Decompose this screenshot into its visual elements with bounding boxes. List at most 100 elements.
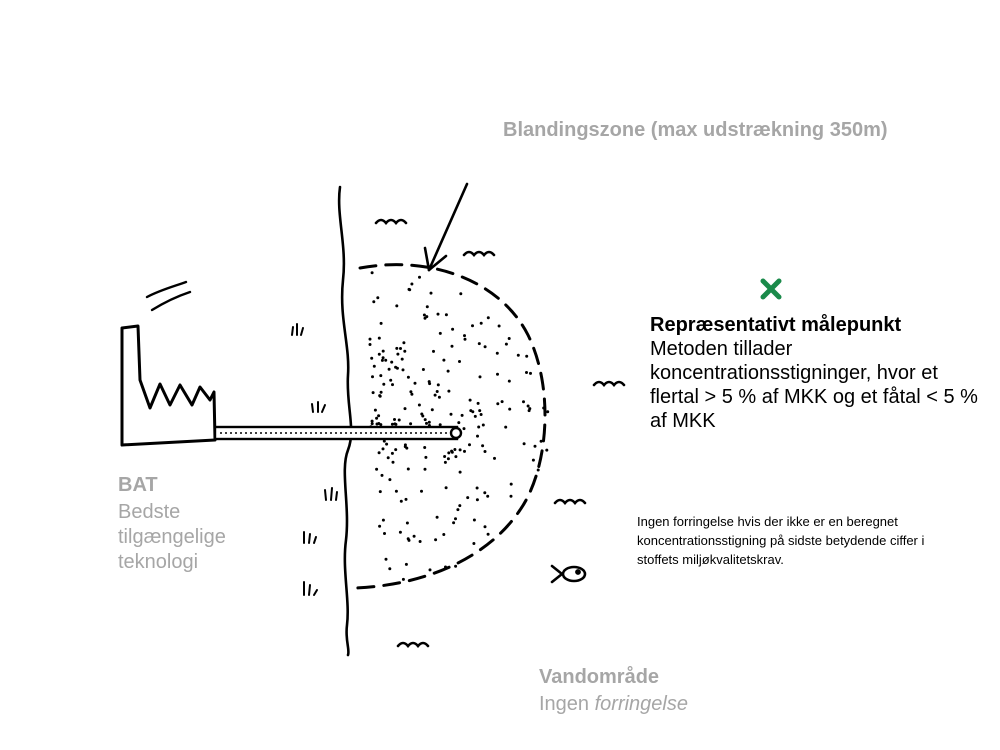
concentration-dot: [457, 421, 460, 424]
concentration-dot: [409, 422, 412, 425]
concentration-dot: [394, 448, 397, 451]
concentration-dot: [476, 498, 479, 501]
arrow-icon: [425, 184, 467, 270]
concentration-dot: [482, 424, 485, 427]
concentration-dot: [425, 422, 428, 425]
concentration-dot: [430, 292, 433, 295]
concentration-dot: [419, 540, 422, 543]
measurement-point-description: Metoden tillader koncentrationsstigninge…: [650, 337, 980, 433]
concentration-dot: [546, 410, 549, 413]
concentration-dot: [385, 443, 388, 446]
concentration-dot: [421, 415, 424, 418]
concentration-dot: [545, 449, 548, 452]
concentration-dot: [463, 427, 466, 430]
water-sub-italic: forringelse: [595, 693, 688, 715]
concentration-dot: [474, 415, 477, 418]
concentration-dot: [487, 533, 490, 536]
concentration-dot: [371, 422, 374, 425]
water-sub-prefix: Ingen: [539, 693, 595, 715]
discharge-pipe: [215, 427, 461, 439]
concentration-dot: [529, 372, 532, 375]
concentration-dot: [445, 313, 448, 316]
concentration-dot: [463, 334, 466, 337]
concentration-dot: [422, 368, 425, 371]
concentration-dot: [374, 409, 377, 412]
concentration-dot: [390, 361, 393, 364]
concentration-dot: [388, 368, 391, 371]
concentration-dot: [394, 366, 397, 369]
concentration-dot: [434, 394, 437, 397]
concentration-dot: [487, 316, 490, 319]
concentration-dot: [493, 457, 496, 460]
concentration-dot: [376, 296, 379, 299]
bat-title: BAT: [118, 473, 158, 497]
concentration-dot: [398, 419, 401, 422]
concentration-dot: [405, 447, 408, 450]
concentration-dot: [378, 525, 381, 528]
measurement-point-title: Repræsentativt målepunkt: [650, 313, 980, 337]
concentration-dot: [532, 459, 535, 462]
concentration-dot: [480, 322, 483, 325]
concentration-dot: [407, 468, 410, 471]
concentration-dot: [437, 313, 440, 316]
concentration-dot: [450, 450, 453, 453]
fish-icon: [552, 566, 585, 582]
concentration-dot: [472, 542, 475, 545]
concentration-dot: [540, 440, 543, 443]
concentration-dot: [377, 414, 380, 417]
concentration-dot: [437, 383, 440, 386]
concentration-dot: [379, 374, 382, 377]
concentration-dot: [527, 405, 530, 408]
concentration-dot: [537, 469, 540, 472]
concentration-dot: [431, 408, 434, 411]
concentration-dot: [418, 404, 421, 407]
concentration-dot: [380, 322, 383, 325]
concentration-dot: [447, 457, 450, 460]
concentration-dot: [372, 391, 375, 394]
concentration-dot: [477, 402, 480, 405]
concentration-dot: [407, 376, 410, 379]
concentration-dot: [384, 359, 387, 362]
concentration-dot: [404, 407, 407, 410]
concentration-dot: [414, 382, 417, 385]
concentration-dot: [469, 409, 472, 412]
concentration-dot: [393, 422, 396, 425]
concentration-dot: [388, 567, 391, 570]
concentration-dot: [426, 305, 429, 308]
concentration-dot: [381, 474, 384, 477]
concentration-dot: [402, 578, 405, 581]
concentration-dot: [420, 490, 423, 493]
concentration-dot: [484, 450, 487, 453]
mixing-zone-label: Blandingszone (max udstrækning 350m): [503, 118, 923, 142]
concentration-dot: [428, 382, 431, 385]
concentration-dot: [439, 332, 442, 335]
concentration-dot: [410, 393, 413, 396]
concentration-dot: [372, 300, 375, 303]
concentration-dot: [392, 461, 395, 464]
factory-icon: [122, 326, 215, 445]
concentration-dot: [371, 271, 374, 274]
concentration-dot: [410, 283, 413, 286]
concentration-dot: [401, 358, 404, 361]
concentration-dot: [439, 423, 442, 426]
concentration-dot: [484, 345, 487, 348]
concentration-dot: [444, 566, 447, 569]
concentration-dot: [436, 390, 439, 393]
concentration-dot: [442, 359, 445, 362]
concentration-dot: [443, 455, 446, 458]
concentration-dot: [405, 498, 408, 501]
green-cross-icon: [763, 281, 779, 297]
water-area-subtitle: Ingen forringelse: [539, 692, 688, 716]
concentration-dot: [510, 495, 513, 498]
concentration-dot: [381, 359, 384, 362]
concentration-dot: [466, 496, 469, 499]
concentration-dot: [436, 516, 439, 519]
concentration-dot: [480, 413, 483, 416]
concentration-dot: [418, 276, 421, 279]
concentration-dot: [496, 373, 499, 376]
concentration-dot: [382, 356, 385, 359]
concentration-dot: [496, 402, 499, 405]
concentration-dot: [378, 353, 381, 356]
concentration-dot: [424, 418, 427, 421]
concentration-dot: [402, 368, 405, 371]
